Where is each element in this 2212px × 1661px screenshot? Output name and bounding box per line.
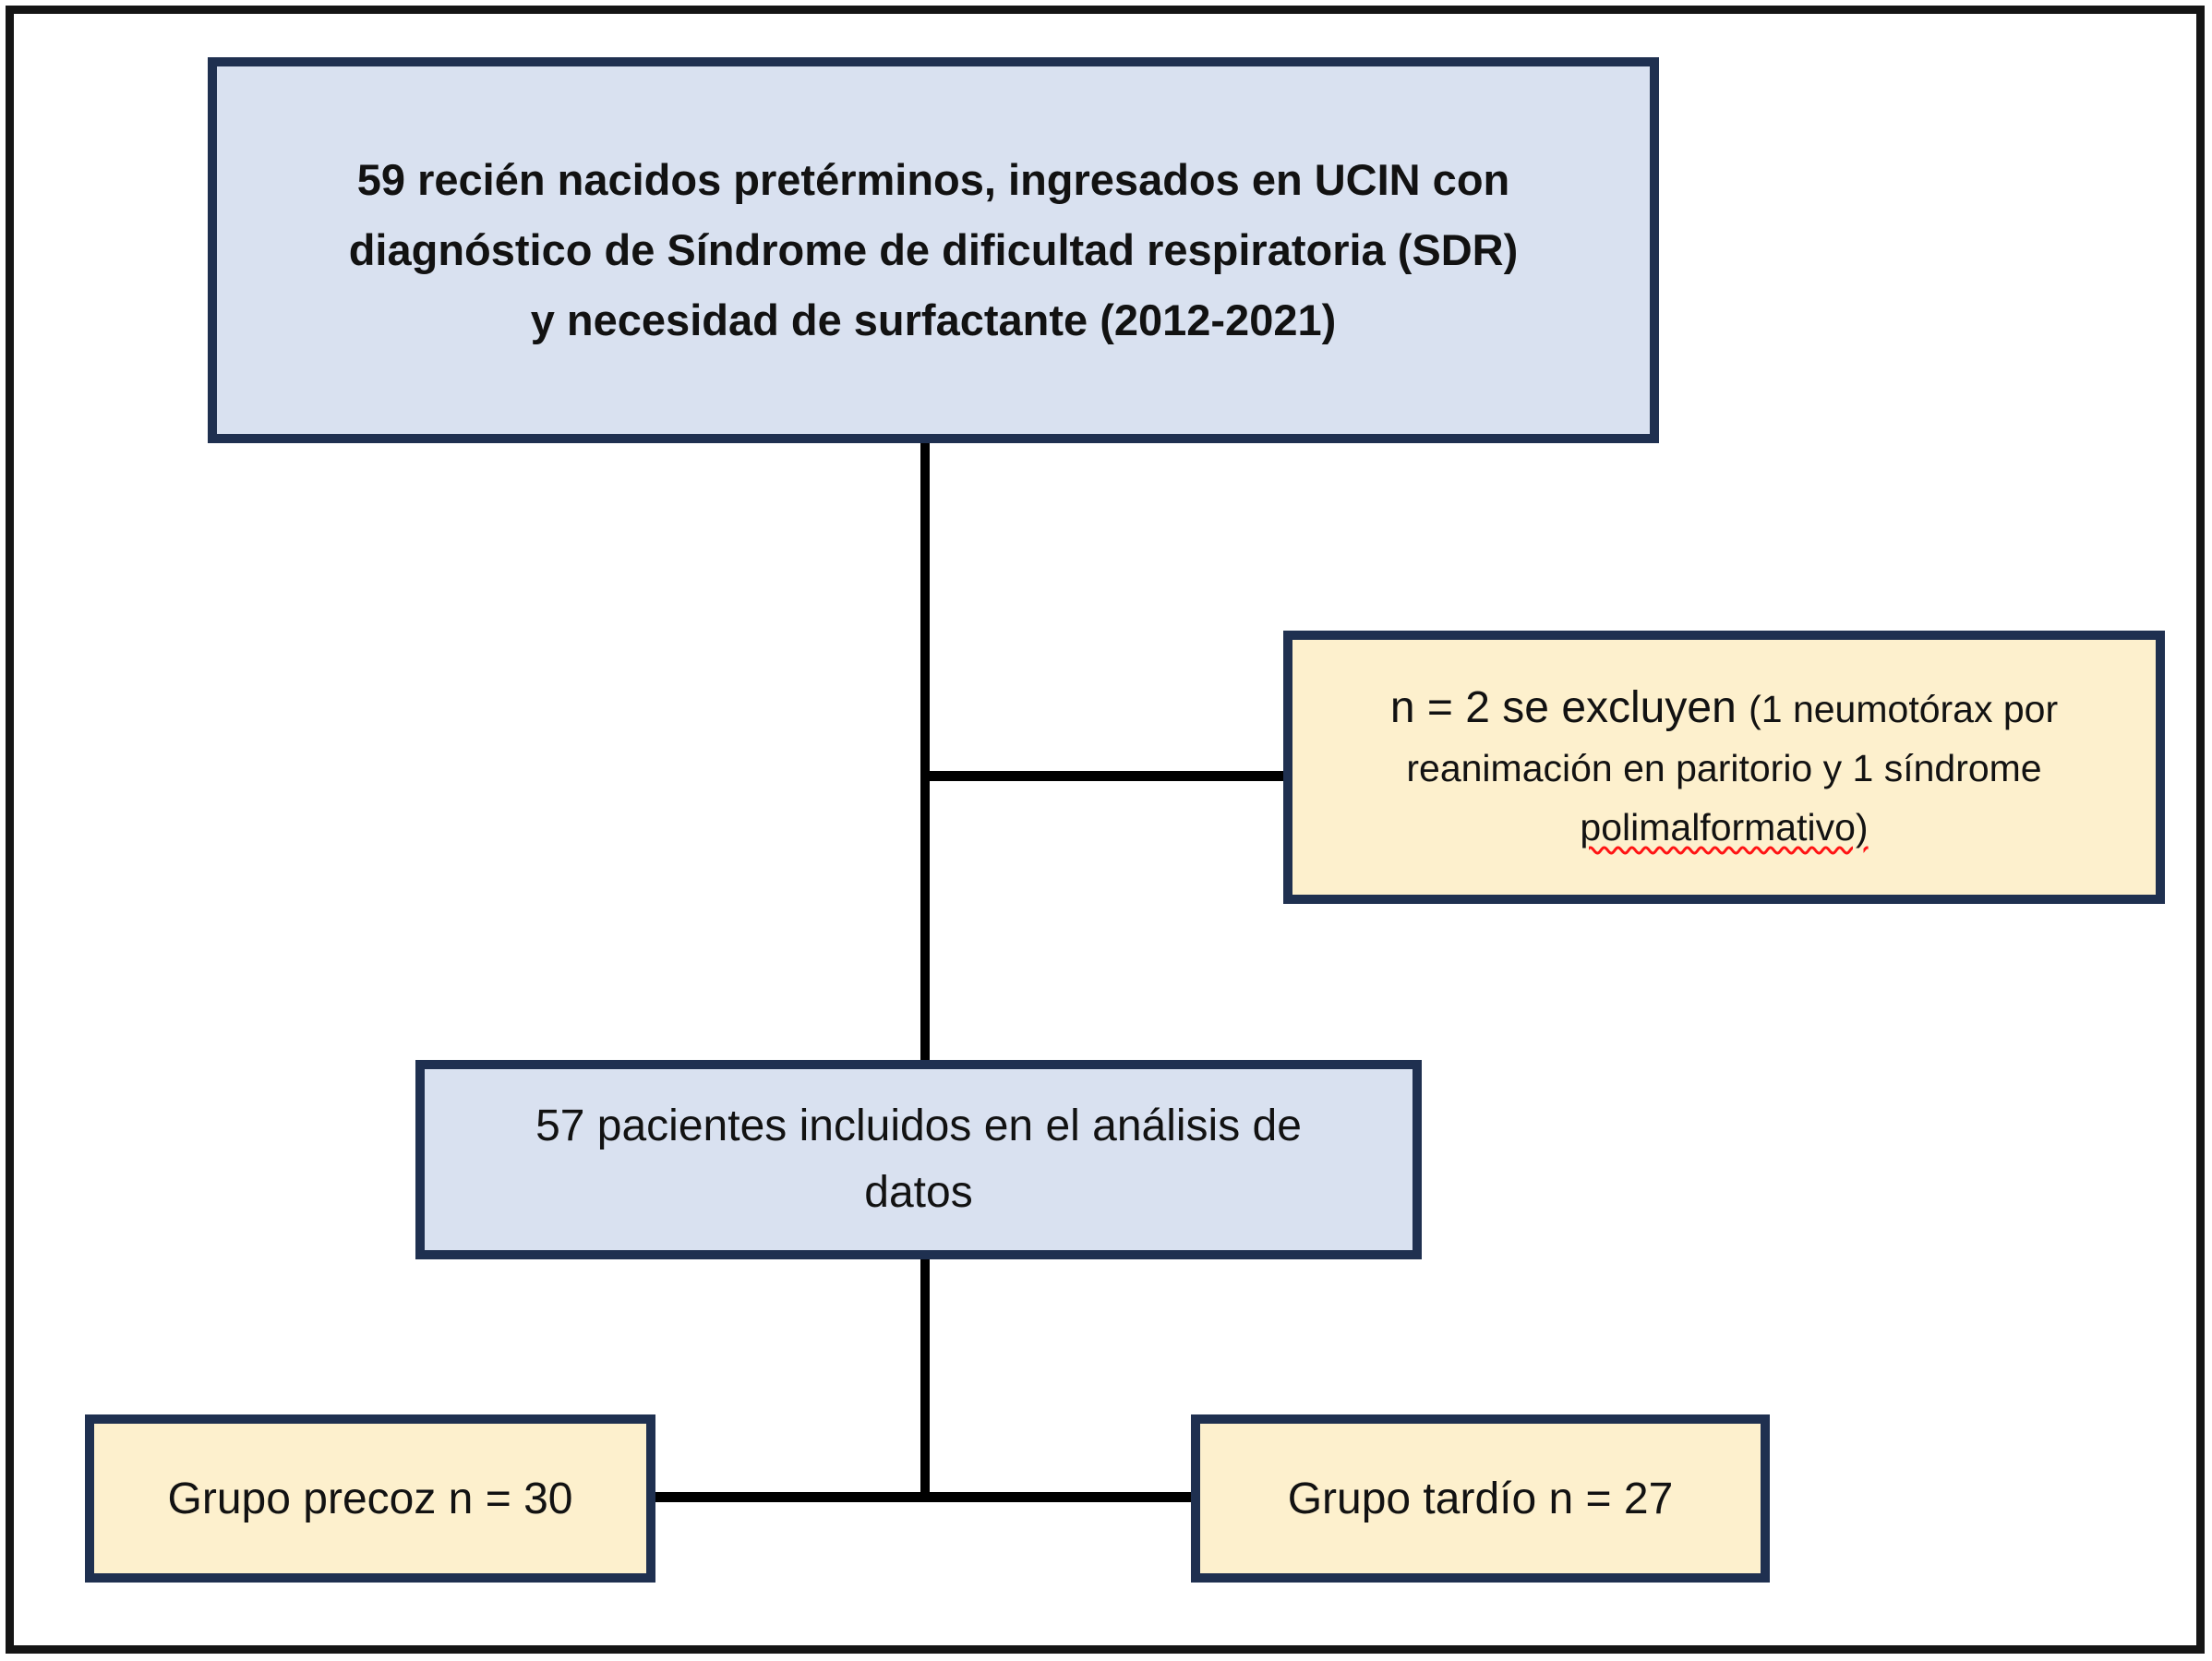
group-tardio-label: Grupo tardío n = 27 bbox=[1287, 1474, 1674, 1523]
analysis-line-1: 57 pacientes incluidos en el análisis de bbox=[535, 1101, 1302, 1150]
connector-branch-to-exclusion bbox=[920, 771, 1286, 781]
analysis-box: 57 pacientes incluidos en el análisis de… bbox=[415, 1060, 1422, 1259]
exclusion-text: n = 2 se excluyen (1 neumotórax por rean… bbox=[1318, 679, 2130, 857]
enrollment-line-1: 59 recién nacidos pretérminos, ingresado… bbox=[356, 155, 1510, 204]
exclusion-misspelled-text: polimalformativo) bbox=[1580, 805, 1869, 849]
connector-top-to-middle bbox=[920, 443, 930, 1064]
connector-middle-to-groups bbox=[920, 1259, 930, 1501]
enrollment-line-3: y necesidad de surfactante (2012-2021) bbox=[530, 295, 1337, 344]
enrollment-line-2: diagnóstico de Síndrome de dificultad re… bbox=[348, 225, 1519, 274]
enrollment-box: 59 recién nacidos pretérminos, ingresado… bbox=[208, 57, 1659, 443]
outer-frame bbox=[6, 6, 2205, 1654]
analysis-line-2: datos bbox=[864, 1168, 973, 1217]
group-tardio-box: Grupo tardío n = 27 bbox=[1191, 1414, 1770, 1583]
connector-groups-horizontal bbox=[652, 1492, 1195, 1502]
group-precoz-box: Grupo precoz n = 30 bbox=[85, 1414, 655, 1583]
exclusion-lead-text: n = 2 se excluyen bbox=[1389, 682, 1749, 732]
exclusion-box: n = 2 se excluyen (1 neumotórax por rean… bbox=[1283, 631, 2165, 904]
exclusion-detail-text: (1 neumotórax por reanimación en paritor… bbox=[1406, 687, 2059, 789]
group-precoz-label: Grupo precoz n = 30 bbox=[167, 1474, 573, 1523]
